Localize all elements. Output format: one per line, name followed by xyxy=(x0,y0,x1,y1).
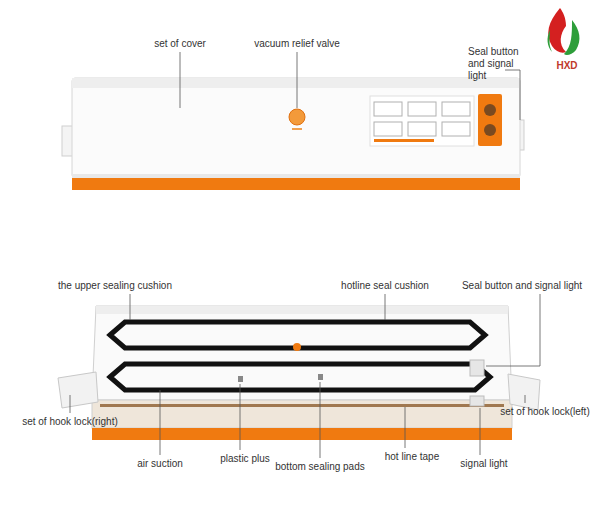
part-label: set of hook lock(right) xyxy=(22,416,118,428)
part-label: set of hook lock(left) xyxy=(500,406,589,418)
part-label: air suction xyxy=(137,458,183,470)
part-label: vacuum relief valve xyxy=(254,38,340,50)
part-label: set of cover xyxy=(154,38,206,50)
part-label: signal light xyxy=(460,458,507,470)
logo-flame xyxy=(548,8,580,55)
part-label: the upper sealing cushion xyxy=(58,280,172,292)
part-label: hot line tape xyxy=(385,451,440,463)
part-label: bottom sealing pads xyxy=(275,461,365,473)
open-sealer xyxy=(58,306,540,440)
part-label: plastic plus xyxy=(220,453,269,465)
part-label: Seal button and signal light xyxy=(462,280,582,292)
leader-line xyxy=(70,294,540,458)
watermark: HXD xyxy=(556,60,577,72)
closed-sealer xyxy=(62,78,524,190)
part-label: hotline seal cushion xyxy=(341,280,429,292)
part-label: Seal button and signal light xyxy=(468,46,532,82)
